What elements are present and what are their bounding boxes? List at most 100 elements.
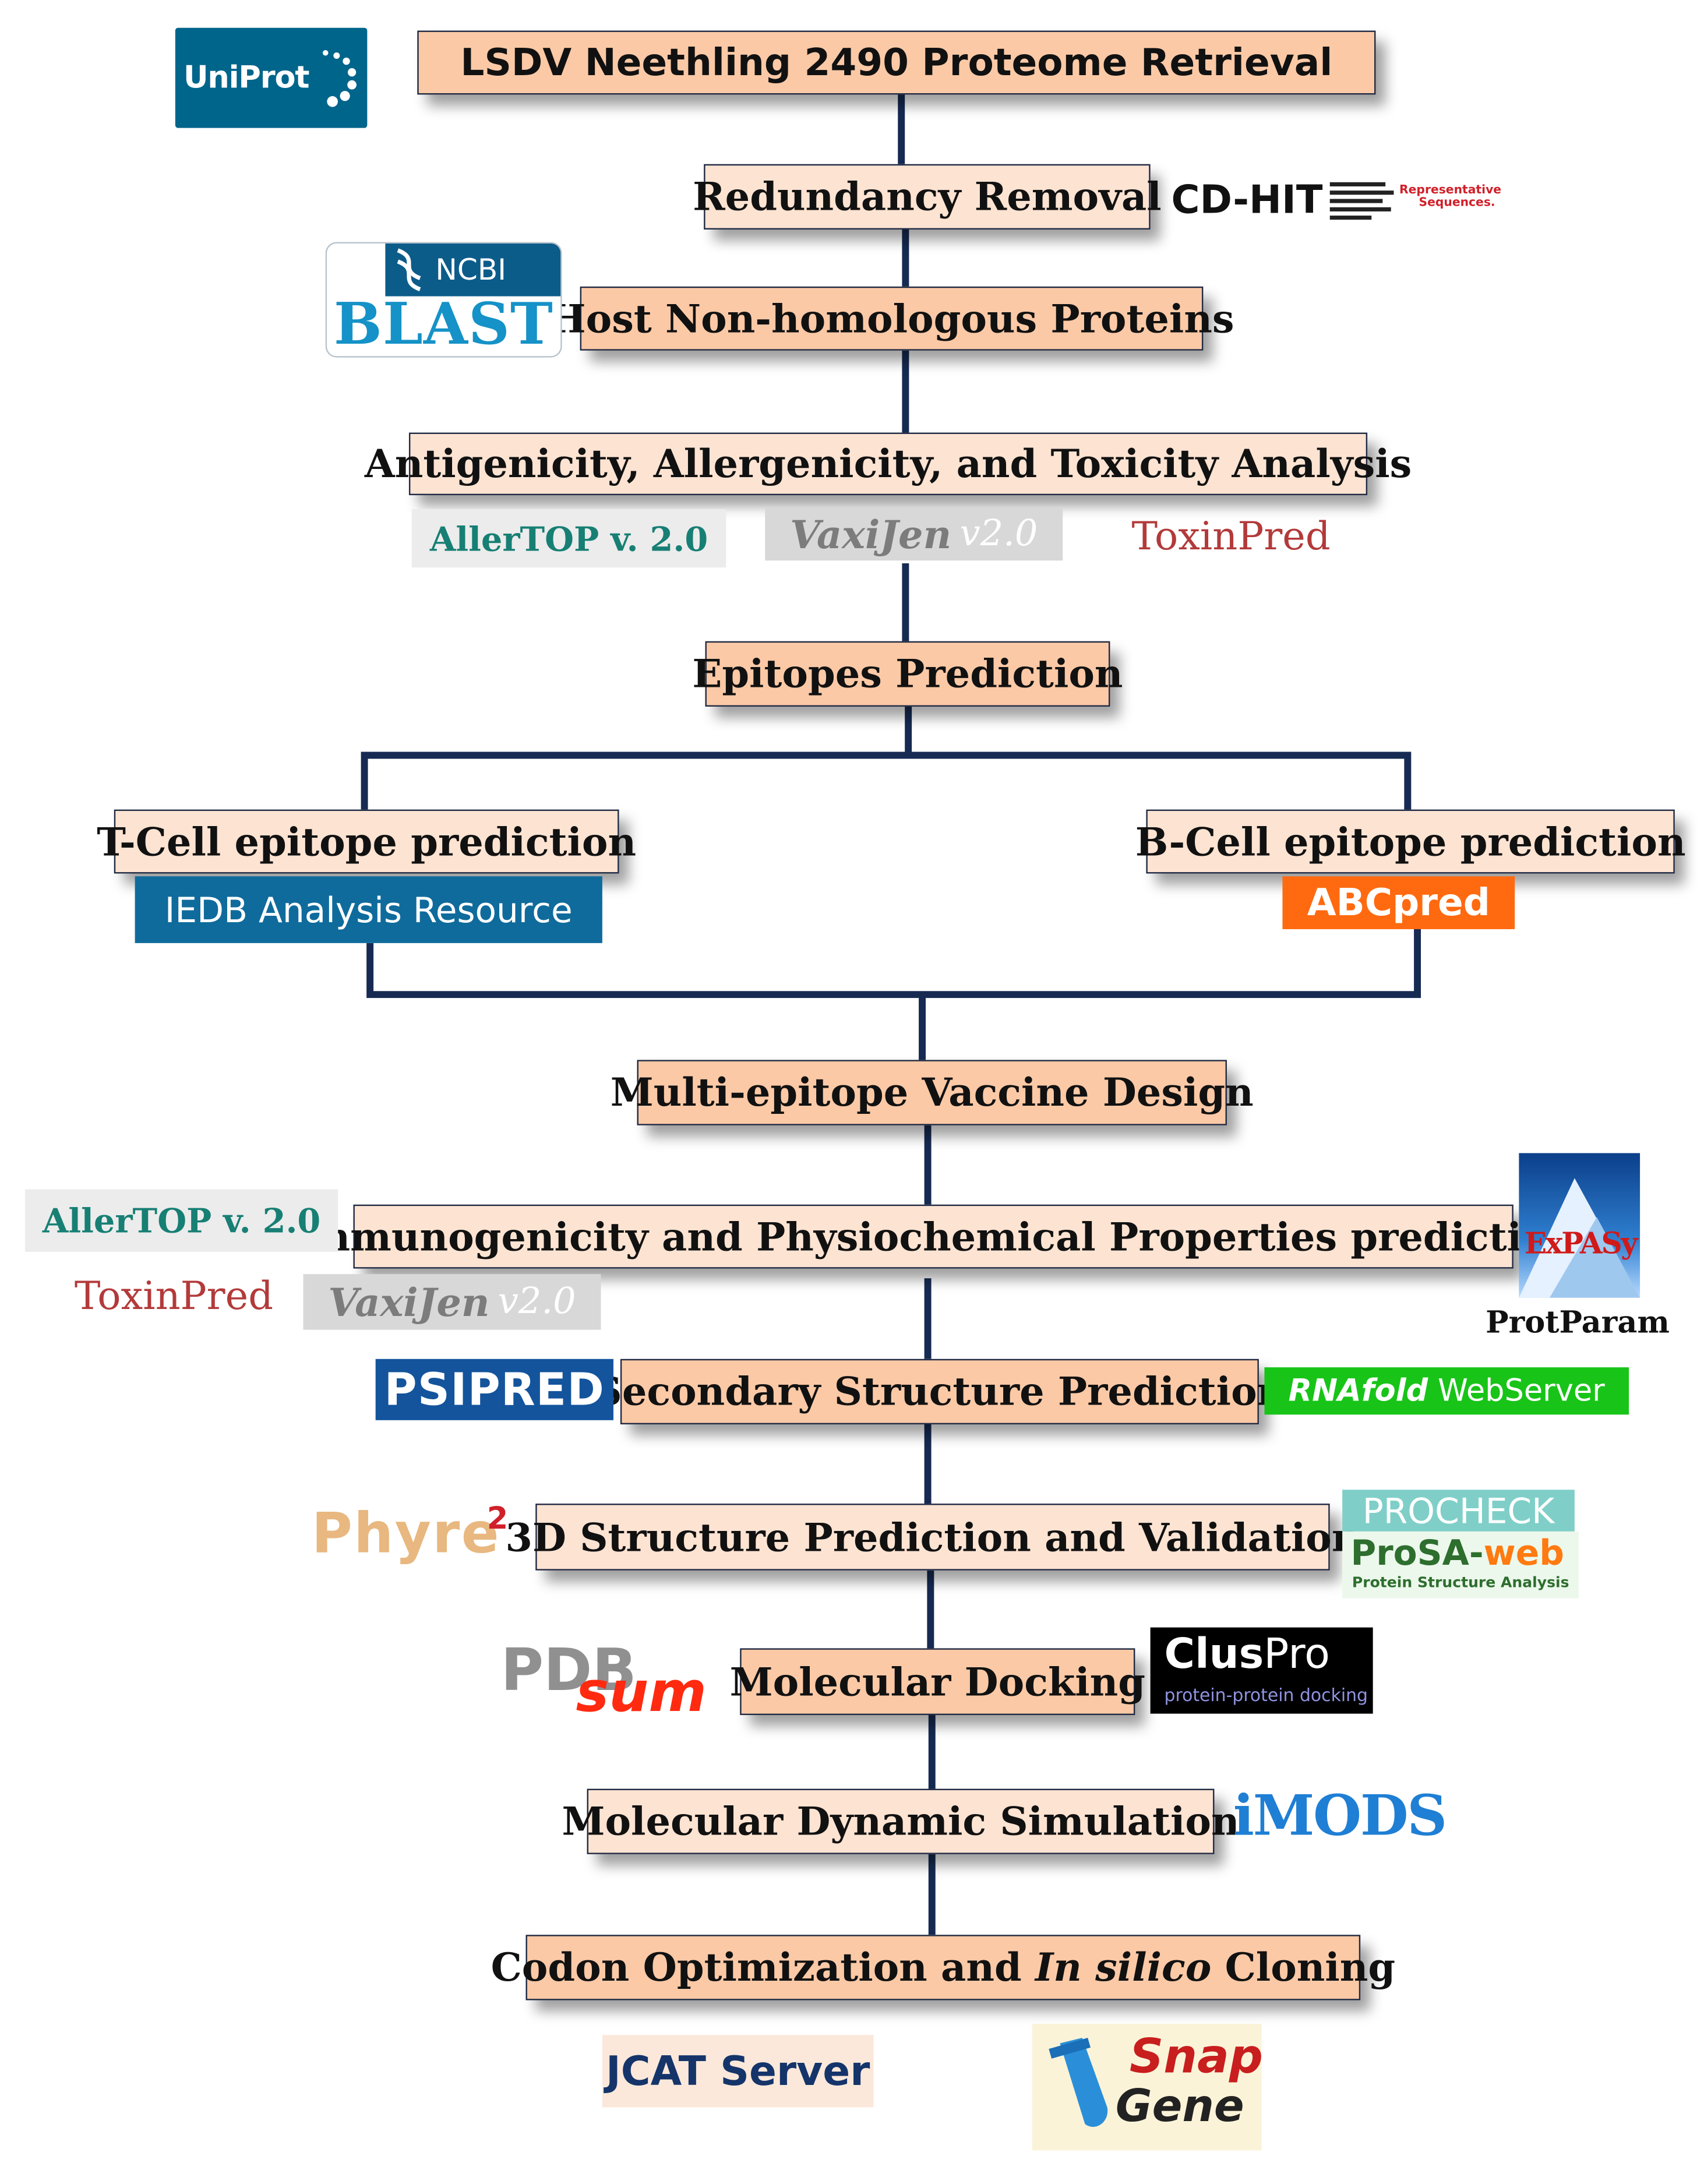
prosa-subtitle: Protein Structure Analysis bbox=[1352, 1574, 1569, 1592]
pdbsum-logo: PDB sum bbox=[501, 1636, 726, 1733]
connector-split bbox=[361, 751, 1412, 810]
vaxijen-label: VaxiJen bbox=[790, 511, 952, 558]
ncbi-banner: NCBI bbox=[385, 243, 561, 297]
phyre2-logo: Phyre 2 bbox=[309, 1499, 523, 1575]
cluspro-label-a: Clus bbox=[1164, 1630, 1264, 1679]
psipred-label: PSIPRED bbox=[384, 1363, 605, 1416]
step-label: Redundancy Removal bbox=[693, 174, 1162, 220]
step-secondary-structure: Secondary Structure Prediction bbox=[594, 1359, 1285, 1425]
procheck-label: PROCHECK bbox=[1362, 1490, 1555, 1531]
step-label: 3D Structure Prediction and Validation bbox=[505, 1514, 1360, 1560]
step-codon-optimization: Codon Optimization and In silico Cloning bbox=[491, 1935, 1395, 2000]
step-label: T-Cell epitope prediction bbox=[97, 818, 637, 865]
ncbi-blast-logo: NCBI BLAST bbox=[325, 242, 562, 358]
step-label: Molecular Dynamic Simulation bbox=[562, 1798, 1240, 1845]
step-label: Immunogenicity and Physiochemical Proper… bbox=[291, 1213, 1576, 1260]
step-label-part: Codon Optimization and bbox=[491, 1945, 1036, 1991]
dna-helix-icon bbox=[397, 248, 421, 291]
imods-label: iMODS bbox=[1233, 1782, 1447, 1848]
prosa-label-a: ProSA- bbox=[1350, 1533, 1484, 1573]
cluspro-logo: ClusPro protein-protein docking bbox=[1150, 1627, 1373, 1714]
toxinpred-logo: ToxinPred bbox=[1121, 506, 1340, 564]
uniprot-logo: UniProt bbox=[175, 27, 368, 128]
rnafold-label-rest: WebServer bbox=[1428, 1373, 1605, 1409]
expasy-logo: ExPASy bbox=[1519, 1153, 1640, 1298]
step-label: Multi-epitope Vaccine Design bbox=[610, 1070, 1254, 1116]
step-molecular-dynamics: Molecular Dynamic Simulation bbox=[562, 1788, 1240, 1854]
vaxijen-logo: VaxiJen v2.0 bbox=[303, 1274, 601, 1330]
step-label: Host Non-homologous Proteins bbox=[549, 295, 1234, 342]
cluspro-subtitle: protein-protein docking bbox=[1164, 1684, 1368, 1706]
step-tcell-epitope: T-Cell epitope prediction bbox=[97, 809, 636, 874]
toxinpred-logo: ToxinPred bbox=[61, 1266, 287, 1324]
uniprot-dots-icon bbox=[323, 50, 357, 107]
step-3d-structure: 3D Structure Prediction and Validation bbox=[505, 1504, 1360, 1571]
vaxijen-logo: VaxiJen v2.0 bbox=[765, 507, 1063, 561]
step-label: B-Cell epitope prediction bbox=[1135, 818, 1686, 865]
psipred-logo: PSIPRED bbox=[375, 1359, 613, 1420]
step-label: Epitopes Prediction bbox=[692, 651, 1123, 697]
step-label: Molecular Docking bbox=[729, 1659, 1146, 1705]
allertop-logo: AllerTOP v. 2.0 bbox=[24, 1189, 338, 1252]
blast-label: BLAST bbox=[334, 291, 554, 358]
toxinpred-label: ToxinPred bbox=[1131, 512, 1331, 559]
step-label: Secondary Structure Prediction bbox=[594, 1368, 1286, 1415]
snapgene-label-b: Gene bbox=[1115, 2079, 1244, 2133]
cdhit-subtitle: Representative Sequences. bbox=[1399, 184, 1502, 210]
sequence-bars-icon bbox=[1329, 182, 1394, 220]
prosa-label: ProSA-web bbox=[1350, 1533, 1564, 1573]
cdhit-label: CD-HIT bbox=[1171, 177, 1323, 223]
snapgene-logo: Snap Gene bbox=[1032, 2024, 1263, 2151]
step-label: Antigenicity, Allergenicity, and Toxicit… bbox=[364, 440, 1412, 487]
procheck-logo: PROCHECK bbox=[1342, 1490, 1575, 1532]
step-immunogenicity: Immunogenicity and Physiochemical Proper… bbox=[291, 1204, 1576, 1269]
connector-merge bbox=[366, 929, 1421, 998]
allertop-label: AllerTOP v. 2.0 bbox=[42, 1200, 321, 1241]
rnafold-logo: RNAfold WebServer bbox=[1264, 1367, 1629, 1415]
tube-icon bbox=[1049, 2037, 1108, 2127]
phyre-label: Phyre bbox=[311, 1502, 500, 1566]
step-proteome-retrieval: LSDV Neethling 2490 Proteome Retrieval bbox=[417, 30, 1376, 95]
allertop-logo: AllerTOP v. 2.0 bbox=[411, 509, 726, 568]
jcat-label: JCAT Server bbox=[605, 2047, 870, 2095]
step-vaccine-design: Multi-epitope Vaccine Design bbox=[611, 1060, 1254, 1125]
step-host-non-homologous: Host Non-homologous Proteins bbox=[549, 286, 1234, 351]
cluspro-label: ClusPro bbox=[1165, 1630, 1330, 1679]
expasy-label: ExPASy bbox=[1524, 1225, 1638, 1261]
step-antigenicity-analysis: Antigenicity, Allergenicity, and Toxicit… bbox=[365, 432, 1412, 496]
step-label: LSDV Neethling 2490 Proteome Retrieval bbox=[460, 41, 1333, 84]
imods-logo: iMODS bbox=[1230, 1782, 1449, 1848]
toxinpred-label: ToxinPred bbox=[74, 1272, 273, 1318]
step-epitopes-prediction: Epitopes Prediction bbox=[692, 641, 1123, 707]
protparam-label: ProtParam bbox=[1486, 1304, 1670, 1341]
snapgene-label-a: Snap bbox=[1129, 2029, 1263, 2086]
prosa-web-logo: ProSA-web Protein Structure Analysis bbox=[1342, 1531, 1579, 1599]
ncbi-label: NCBI bbox=[435, 253, 507, 287]
iedb-logo: IEDB Analysis Resource bbox=[135, 876, 602, 943]
prosa-label-b: web bbox=[1483, 1533, 1565, 1573]
cluspro-label-b: Pro bbox=[1264, 1630, 1330, 1679]
iedb-label: IEDB Analysis Resource bbox=[164, 889, 573, 930]
abcpred-label: ABCpred bbox=[1307, 881, 1490, 925]
mountain-icon bbox=[1519, 1178, 1640, 1298]
step-label-italic: In silico bbox=[1035, 1945, 1212, 1991]
abcpred-logo: ABCpred bbox=[1282, 876, 1515, 929]
step-redundancy-removal: Redundancy Removal bbox=[693, 164, 1162, 230]
cdhit-subtitle-line: Representative bbox=[1399, 184, 1502, 198]
step-label-part: Cloning bbox=[1211, 1945, 1396, 1991]
uniprot-label: UniProt bbox=[183, 60, 309, 96]
pdbsum-label-b: sum bbox=[576, 1660, 707, 1725]
vaxijen-label: VaxiJen bbox=[328, 1279, 490, 1325]
allertop-label: AllerTOP v. 2.0 bbox=[429, 518, 708, 559]
step-molecular-docking: Molecular Docking bbox=[730, 1648, 1145, 1716]
vaxijen-version: v2.0 bbox=[498, 1281, 576, 1323]
cdhit-subtitle-line: Sequences. bbox=[1419, 196, 1495, 210]
rnafold-label: RNAfold bbox=[1288, 1373, 1428, 1409]
jcat-logo: JCAT Server bbox=[602, 2035, 874, 2108]
phyre-superscript: 2 bbox=[486, 1502, 509, 1537]
vaxijen-version: v2.0 bbox=[959, 513, 1038, 555]
step-bcell-epitope: B-Cell epitope prediction bbox=[1135, 809, 1686, 874]
cdhit-logo: CD-HIT Representative Sequences. bbox=[1169, 175, 1502, 225]
